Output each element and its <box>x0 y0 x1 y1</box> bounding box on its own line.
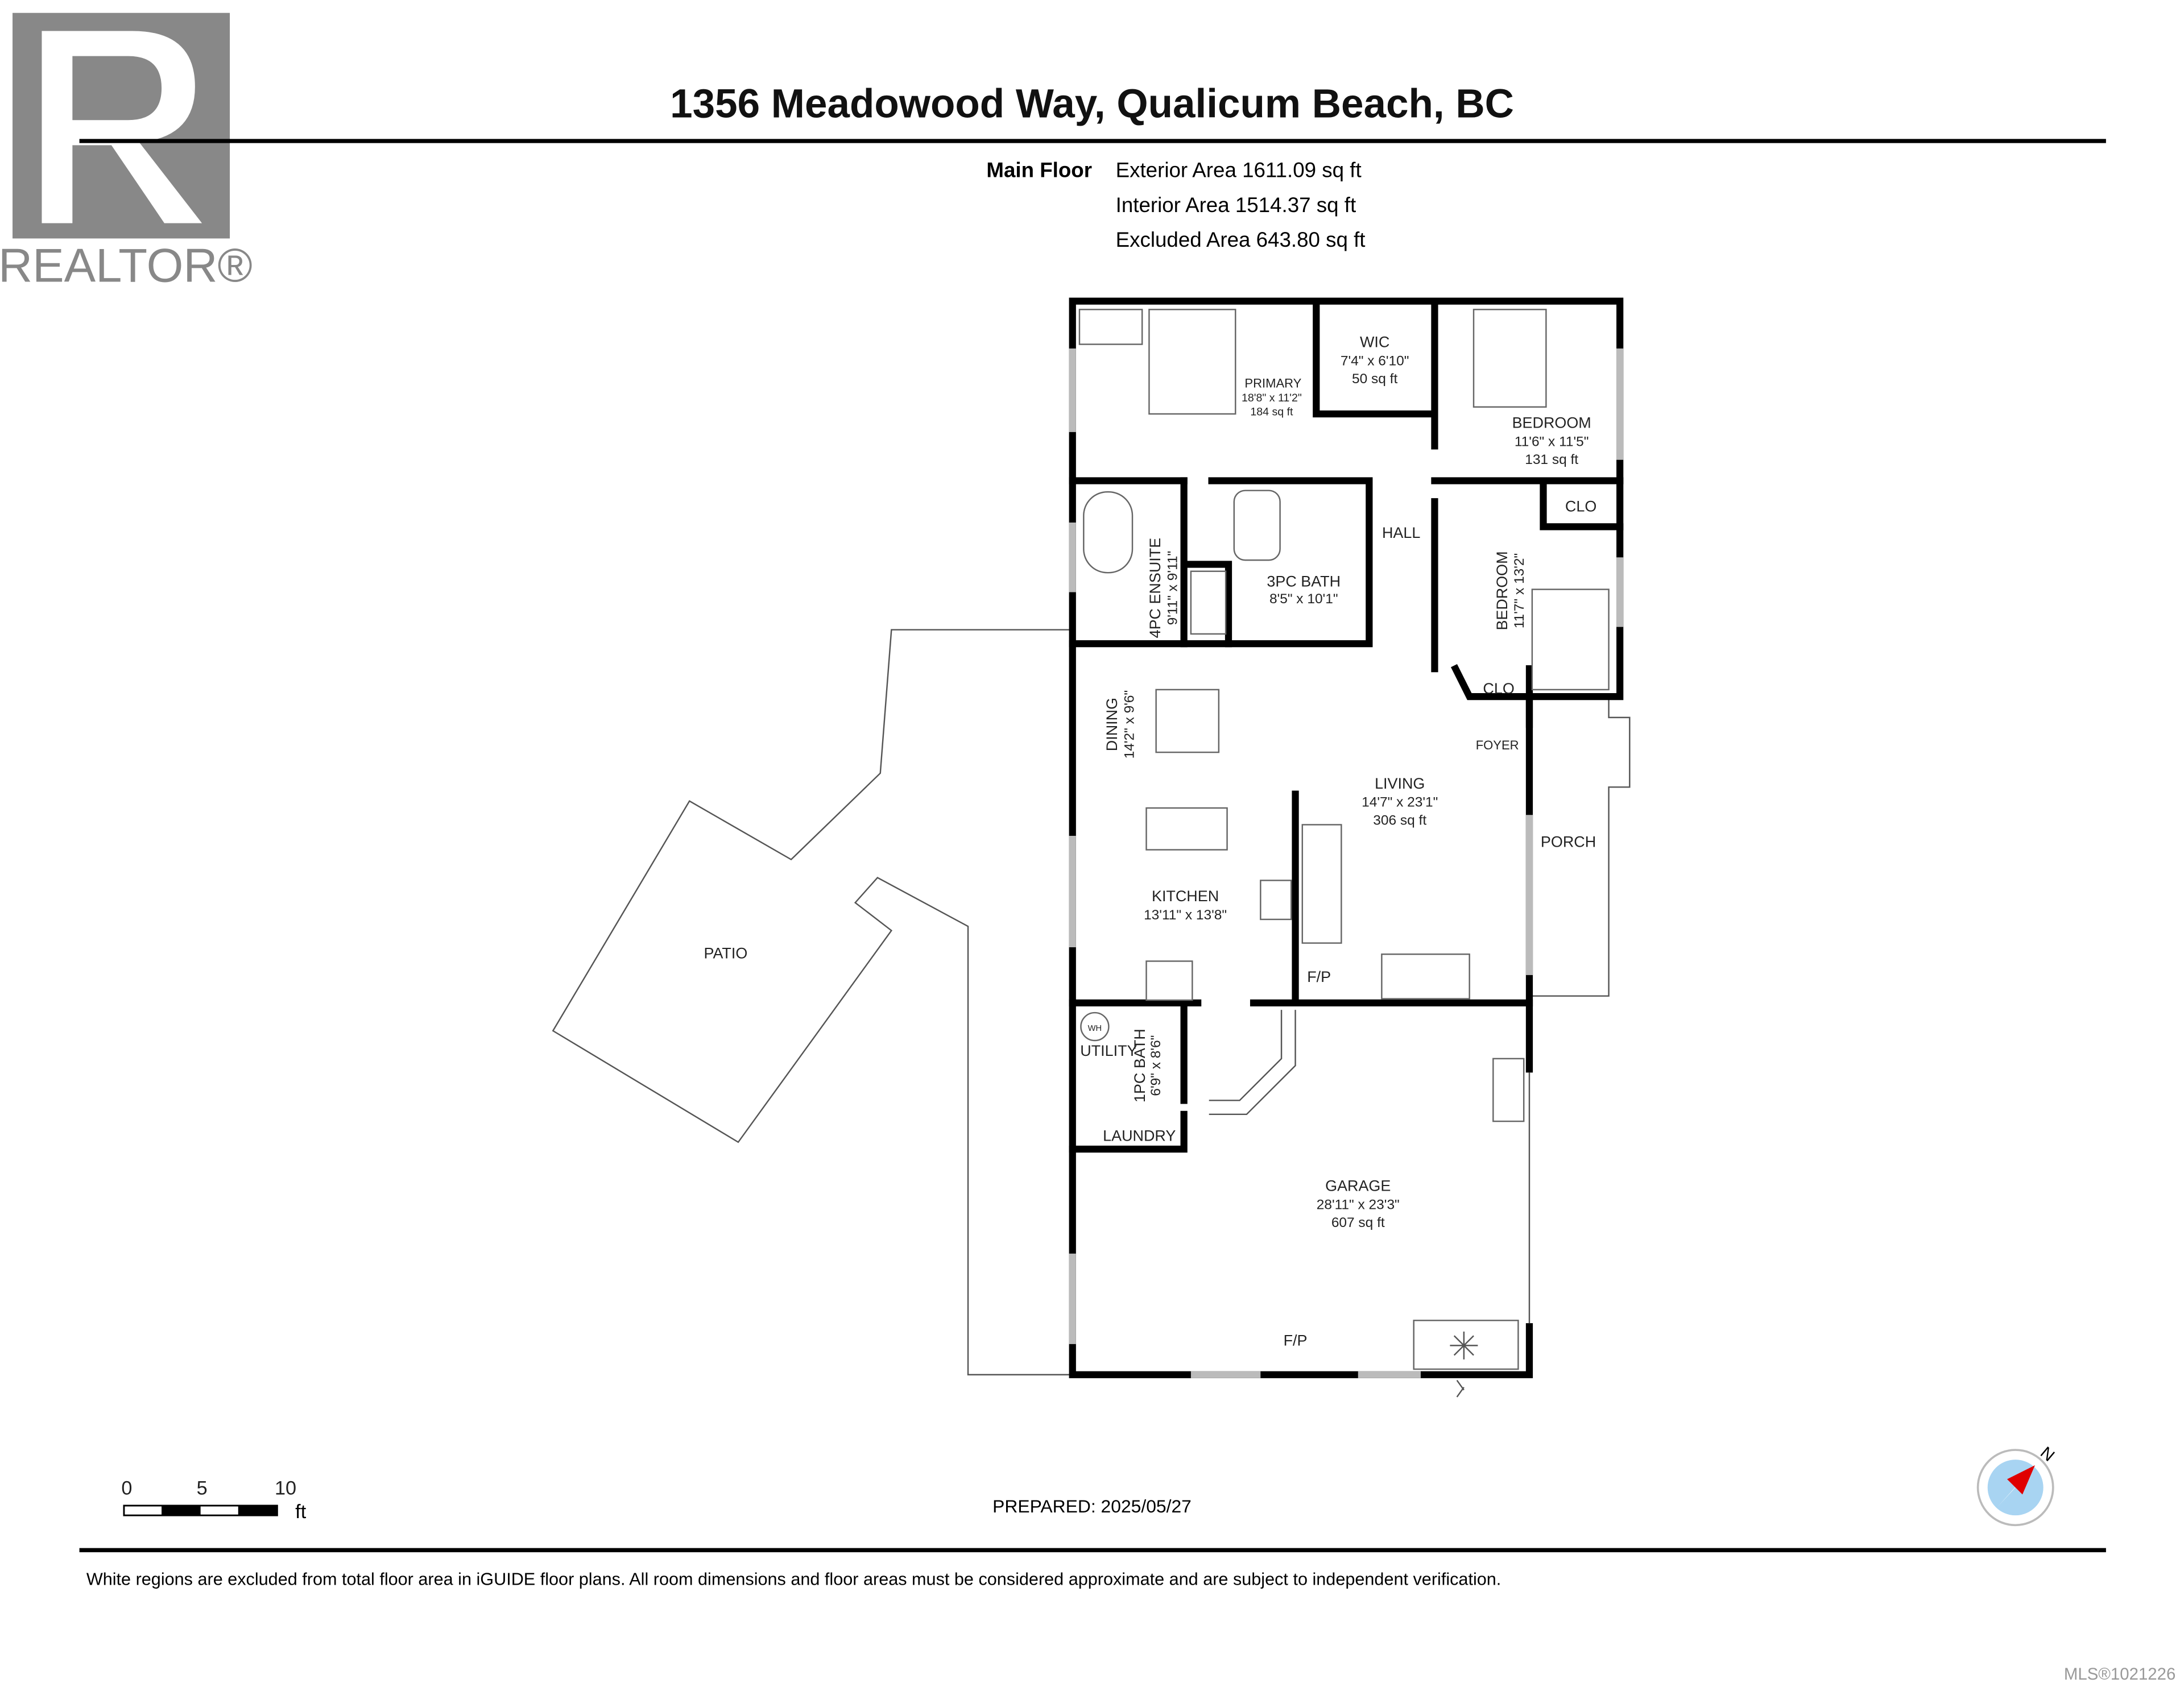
svg-text:13'11" x 13'8": 13'11" x 13'8" <box>1144 907 1227 923</box>
svg-text:5: 5 <box>197 1477 208 1499</box>
svg-text:7'4" x 6'10": 7'4" x 6'10" <box>1341 353 1409 368</box>
svg-text:14'2" x 9'6": 14'2" x 9'6" <box>1122 690 1137 759</box>
room-1pc-bath: 1PC BATH 6'9" x 8'6" <box>1131 1029 1164 1102</box>
svg-text:50 sq ft: 50 sq ft <box>1352 371 1397 387</box>
furniture: WH <box>1078 309 1610 1398</box>
svg-text:1PC BATH: 1PC BATH <box>1131 1029 1148 1102</box>
svg-text:WIC: WIC <box>1360 333 1389 350</box>
svg-text:11'6" x 11'5": 11'6" x 11'5" <box>1515 434 1589 449</box>
svg-text:131 sq ft: 131 sq ft <box>1525 452 1578 467</box>
svg-text:DINING: DINING <box>1103 698 1120 751</box>
excluded-area: Excluded Area 643.80 sq ft <box>1116 228 1366 251</box>
disclaimer: White regions are excluded from total fl… <box>86 1570 1501 1589</box>
room-foyer: FOYER <box>1476 738 1519 752</box>
mls-number: MLS®1021226 <box>2064 1665 2175 1684</box>
realtor-logo: REALTOR® <box>0 13 253 292</box>
room-porch: PORCH <box>1541 834 1596 851</box>
room-hall: HALL <box>1382 524 1420 541</box>
svg-text:BEDROOM: BEDROOM <box>1494 551 1511 630</box>
svg-text:3PC BATH: 3PC BATH <box>1267 573 1341 590</box>
room-living: LIVING 14'7" x 23'1" 306 sq ft <box>1362 775 1438 828</box>
svg-text:8'5" x 10'1": 8'5" x 10'1" <box>1269 591 1338 607</box>
room-laundry: LAUNDRY <box>1103 1127 1176 1144</box>
svg-text:0: 0 <box>121 1477 132 1499</box>
room-primary: PRIMARY 18'8" x 11'2" 184 sq ft <box>1242 376 1302 418</box>
svg-text:PRIMARY: PRIMARY <box>1244 376 1301 390</box>
svg-text:9'11" x 9'11": 9'11" x 9'11" <box>1165 551 1180 625</box>
room-patio: PATIO <box>704 945 748 962</box>
room-kitchen: KITCHEN 13'11" x 13'8" <box>1144 888 1227 923</box>
svg-text:KITCHEN: KITCHEN <box>1152 888 1219 905</box>
living-fireplace-label: F/P <box>1307 968 1331 985</box>
svg-text:18'8" x 11'2": 18'8" x 11'2" <box>1242 392 1302 404</box>
svg-text:4PC ENSUITE: 4PC ENSUITE <box>1147 538 1164 639</box>
svg-text:306 sq ft: 306 sq ft <box>1373 813 1426 828</box>
svg-text:GARAGE: GARAGE <box>1325 1178 1391 1195</box>
compass-icon: N <box>1976 1443 2058 1527</box>
page-title: 1356 Meadowood Way, Qualicum Beach, BC <box>670 81 1514 126</box>
room-ensuite: 4PC ENSUITE 9'11" x 9'11" <box>1147 538 1180 639</box>
room-3pc-bath: 3PC BATH 8'5" x 10'1" <box>1267 573 1341 607</box>
svg-text:11'7" x 13'2": 11'7" x 13'2" <box>1512 553 1527 628</box>
svg-text:6'9" x 8'6": 6'9" x 8'6" <box>1148 1035 1164 1096</box>
svg-text:28'11" x 23'3": 28'11" x 23'3" <box>1317 1197 1400 1212</box>
patio-outline <box>552 629 1070 1376</box>
wh-label: WH <box>1088 1024 1102 1033</box>
room-clo-2: CLO <box>1483 680 1514 697</box>
interior-area: Interior Area 1514.37 sq ft <box>1116 193 1356 217</box>
svg-text:10: 10 <box>275 1477 296 1499</box>
svg-text:ft: ft <box>295 1501 307 1523</box>
garage-fireplace-label: F/P <box>1284 1332 1308 1349</box>
room-utility: UTILITY <box>1080 1042 1137 1059</box>
svg-text:14'7" x 23'1": 14'7" x 23'1" <box>1362 795 1438 810</box>
walls <box>1069 297 1624 1378</box>
room-wic: WIC 7'4" x 6'10" 50 sq ft <box>1341 333 1409 387</box>
scale-bar: 0 5 10 ft <box>121 1477 306 1523</box>
svg-text:LIVING: LIVING <box>1375 775 1425 792</box>
exterior-area: Exterior Area 1611.09 sq ft <box>1116 159 1362 182</box>
room-bedroom-1: BEDROOM 11'6" x 11'5" 131 sq ft <box>1512 414 1591 467</box>
svg-text:BEDROOM: BEDROOM <box>1512 414 1591 431</box>
svg-text:184 sq ft: 184 sq ft <box>1250 405 1293 418</box>
prepared-date: PREPARED: 2025/05/27 <box>992 1496 1192 1516</box>
room-bedroom-2: BEDROOM 11'7" x 13'2" <box>1494 551 1527 630</box>
floor-name: Main Floor <box>986 159 1092 182</box>
room-clo-1: CLO <box>1565 498 1596 515</box>
svg-text:607 sq ft: 607 sq ft <box>1331 1215 1385 1230</box>
room-dining: DINING 14'2" x 9'6" <box>1103 690 1137 759</box>
svg-text:REALTOR®: REALTOR® <box>0 239 253 292</box>
room-garage: GARAGE 28'11" x 23'3" 607 sq ft <box>1317 1178 1400 1231</box>
